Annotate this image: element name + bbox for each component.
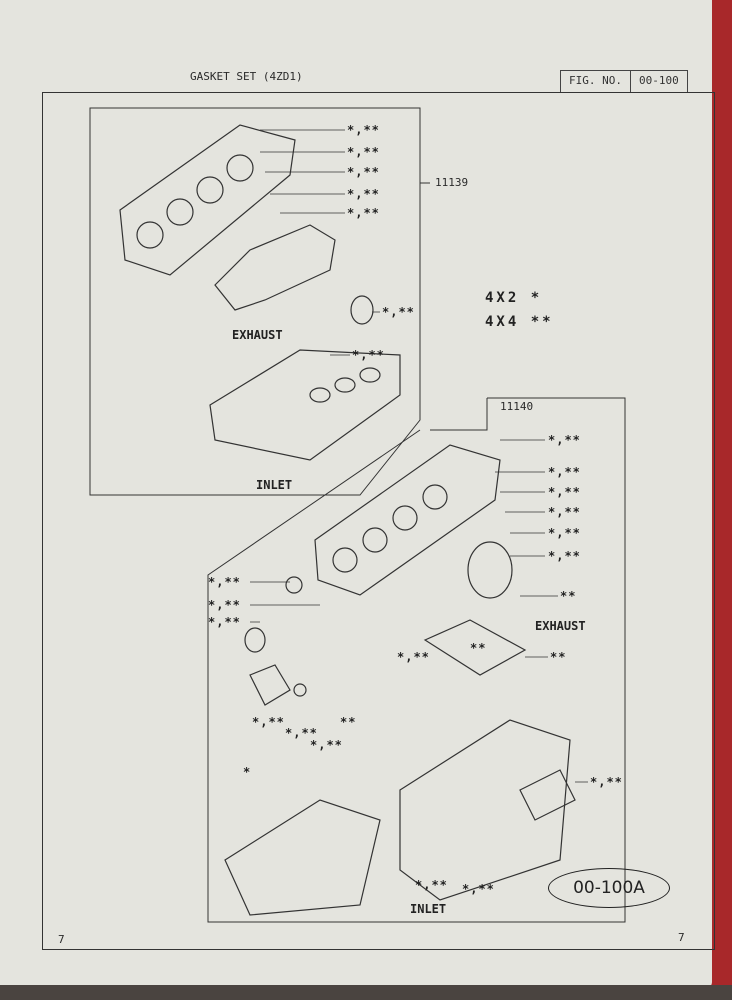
callout: *,** [548,549,581,563]
callout: *,** [548,433,581,447]
callout: * [243,765,252,779]
callout: *,** [415,878,448,892]
shadow [0,985,732,1000]
callout: *,** [252,715,285,729]
callout: *,** [548,526,581,540]
callout: ** [560,589,577,603]
callout: ** [550,650,567,664]
callout: *,** [347,165,380,179]
figure-tag: 00-100A [548,868,670,908]
callout: *,** [208,575,241,589]
callout: *,** [347,123,380,137]
callout: *,** [347,206,380,220]
exhaust-label: EXHAUST [535,619,586,633]
part-number-11140: 11140 [500,400,534,413]
top-group-box [89,107,421,496]
callout: *,** [310,738,343,752]
legend-4x2: 4X2 * [485,290,543,306]
oil-pan [224,719,576,916]
callout: *,** [548,465,581,479]
binder-edge [710,0,732,1000]
callout: *,** [548,485,581,499]
callout: *,** [397,650,430,664]
fig-number: 00-100 [629,71,687,93]
part-number-11139: 11139 [435,176,469,189]
bottom-group-box [207,397,626,923]
callout: *,** [352,348,385,362]
figure-frame [42,92,715,950]
catalog-sheet: GASKET SET (4ZD1) FIG. NO. 00-100 *,* [0,0,715,988]
callout: *,** [382,305,415,319]
page-number-left: 7 [58,933,65,946]
top-inlet-manifold [209,349,401,461]
callout: *,** [285,726,318,740]
callout: *,** [462,882,495,896]
fig-number-box: FIG. NO. 00-100 [560,70,688,93]
callout: ** [470,641,487,655]
exhaust-label: EXHAUST [232,328,283,342]
page-number-right: 7 [678,931,685,944]
top-engine-head [119,124,374,325]
callout: *,** [208,598,241,612]
callout: *,** [347,145,380,159]
callout: *,** [347,187,380,201]
page-title: GASKET SET (4ZD1) [190,70,303,83]
fig-label: FIG. NO. [569,74,622,87]
leader-lines [250,129,588,783]
callout: *,** [208,615,241,629]
callout: *,** [590,775,623,789]
exploded-diagram [89,107,626,923]
inlet-label: INLET [410,902,447,916]
callout: *,** [548,505,581,519]
inlet-label: INLET [256,478,293,492]
callout: ** [340,715,357,729]
bottom-engine-head [244,444,527,706]
legend-4x4: 4X4 ** [485,314,554,330]
